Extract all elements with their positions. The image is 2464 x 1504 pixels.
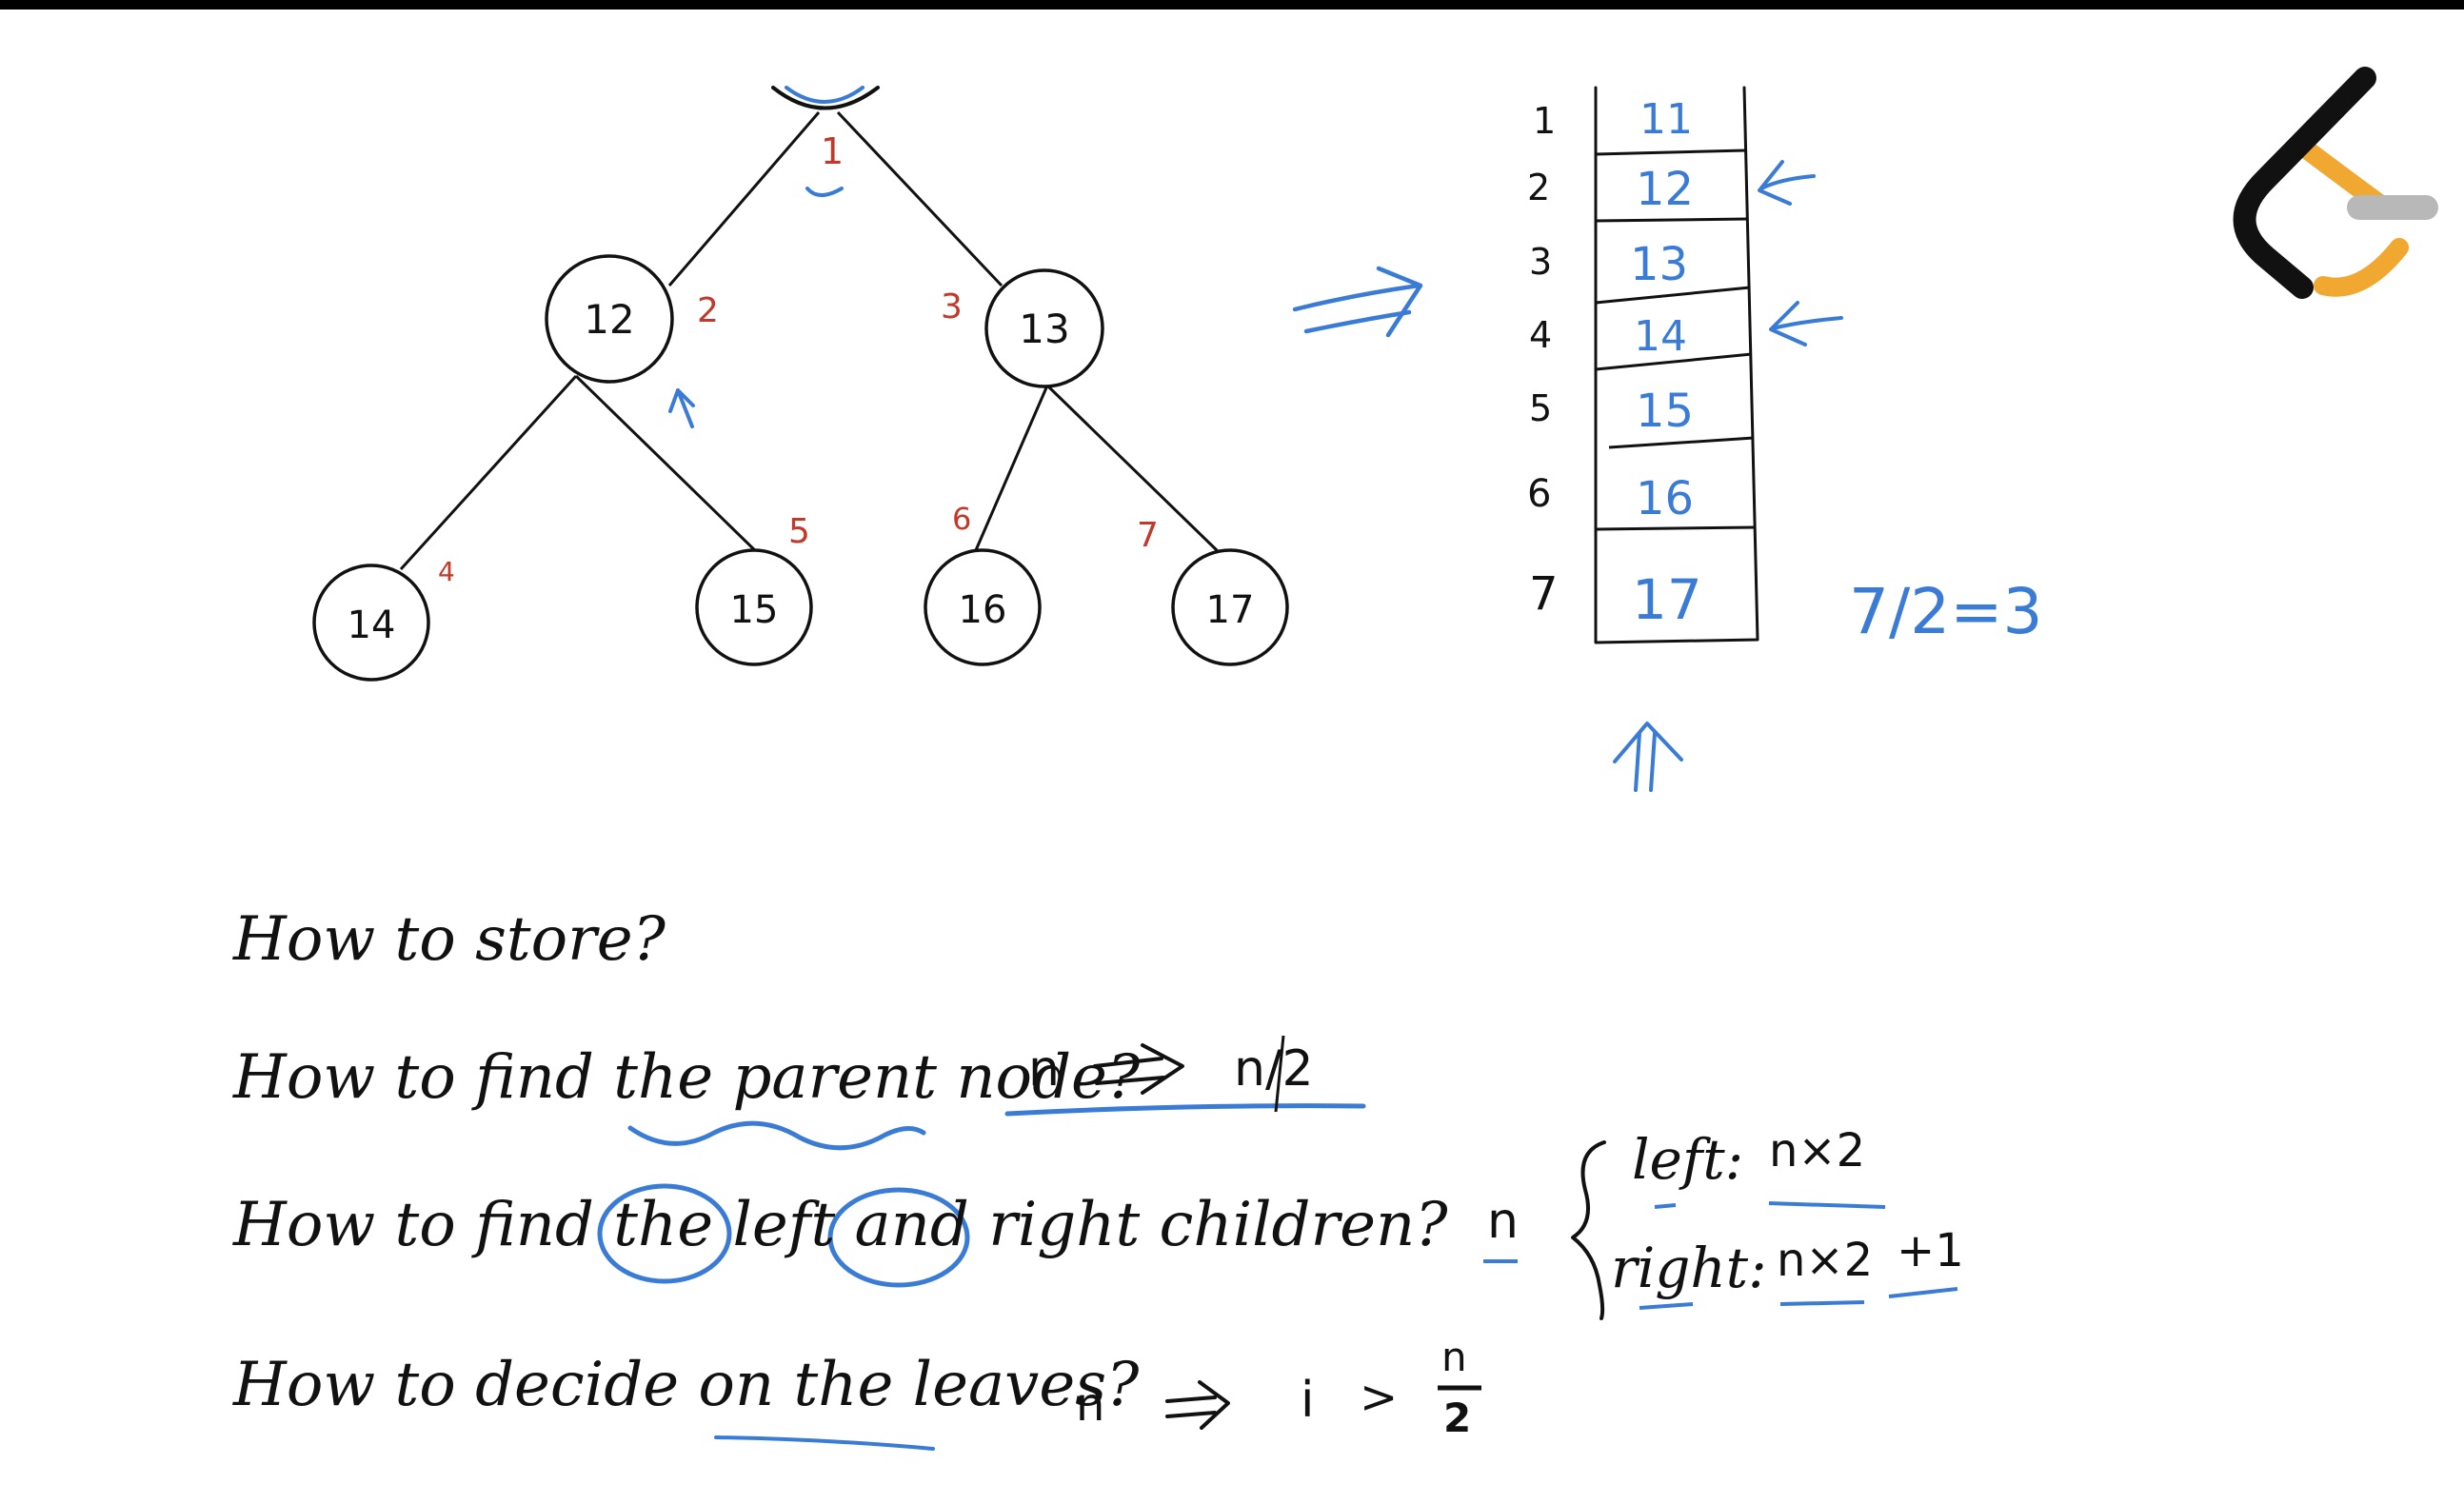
leetcode-logo: [2233, 67, 2438, 299]
up-arrow-icon: [1613, 722, 1683, 792]
array-value: 15: [1636, 385, 1694, 438]
question-children-and: and: [835, 1190, 989, 1260]
array-formula: 7/2=3: [1849, 575, 2043, 648]
double-arrow-icon: [1165, 1380, 1230, 1430]
parent-answer-rhs: n/2: [1234, 1040, 1314, 1098]
array-index: 4: [1529, 314, 1552, 356]
question-leaves: How to decide on the leaves?: [233, 1350, 1140, 1420]
edge-12-14: [399, 374, 578, 571]
leaves-gt: >: [1360, 1371, 1398, 1424]
edge-13-16: [974, 385, 1049, 551]
left-highlight-circle: [597, 1183, 732, 1284]
right-plus-underline: [1888, 1287, 1958, 1298]
left-expr-underline: [1768, 1201, 1886, 1209]
question-children-right: right: [988, 1190, 1141, 1260]
index-label-5: 5: [788, 512, 810, 551]
right-expr-underline: [1779, 1300, 1865, 1306]
root-node-highlight: [785, 86, 864, 104]
svg-text:16: 16: [959, 588, 1007, 632]
left-label: left:: [1632, 1127, 1743, 1192]
leaves-i: i: [1301, 1372, 1314, 1429]
array-value: 16: [1636, 472, 1694, 525]
children-n: n: [1487, 1193, 1519, 1250]
edge-root-13: [836, 110, 1003, 287]
question-children-part1: How to find the: [233, 1190, 733, 1260]
question-children: How to find the left and right children?: [233, 1190, 1448, 1260]
double-arrow-icon: [1292, 266, 1423, 338]
up-arrow-icon: [668, 388, 695, 428]
array-value: 14: [1634, 312, 1687, 361]
array-value: 11: [1639, 95, 1693, 144]
array-index: 2: [1527, 167, 1550, 208]
svg-text:15: 15: [730, 588, 779, 632]
root-index-underline: [805, 187, 844, 197]
array-index: 6: [1527, 472, 1551, 516]
index-label-7: 7: [1137, 516, 1159, 555]
left-arrow-icon: [1769, 301, 1843, 346]
leaves-denominator: 2: [1443, 1395, 1471, 1441]
question-children-part2: children?: [1140, 1190, 1448, 1260]
left-expression: n×2: [1769, 1124, 1865, 1177]
index-label-3: 3: [941, 287, 963, 327]
question-store: How to store?: [233, 904, 666, 975]
right-plus-one: +1: [1897, 1224, 1964, 1277]
leaves-underline: [714, 1435, 935, 1451]
top-border: [0, 0, 2464, 10]
tree-node: 14: [312, 564, 430, 682]
array-index: 5: [1529, 387, 1552, 429]
right-expression: n×2: [1777, 1234, 1873, 1287]
array-index: 1: [1533, 100, 1556, 142]
array-index: 3: [1529, 241, 1552, 283]
tree-node: 17: [1171, 548, 1289, 666]
double-arrow-icon: [1093, 1043, 1184, 1095]
binary-tree: 1 12 13 14 15 16 17: [312, 86, 1289, 682]
parent-answer-underline: [1004, 1103, 1366, 1117]
right-highlight-circle: [827, 1187, 970, 1288]
svg-text:12: 12: [584, 296, 634, 343]
left-label-underline: [1654, 1203, 1677, 1209]
tree-node: 12: [545, 254, 674, 384]
tree-node: 16: [924, 548, 1042, 666]
root-index-label: 1: [821, 130, 844, 172]
edge-root-12: [667, 111, 821, 287]
edge-13-17: [1045, 384, 1221, 554]
svg-text:17: 17: [1206, 588, 1255, 632]
right-label-underline: [1639, 1302, 1694, 1310]
leaves-lhs: n: [1076, 1378, 1104, 1432]
array-table: 1 2 3 4 5 6 7 11 12 13 14 15 16 17 7/2=3: [1527, 86, 2043, 792]
index-label-4: 4: [438, 556, 455, 587]
parent-answer-divider: [1274, 1035, 1285, 1113]
array-value: 13: [1630, 238, 1688, 291]
root-node-arc: [771, 86, 880, 110]
tree-node: 13: [984, 268, 1104, 388]
array-index: 7: [1529, 567, 1559, 621]
question-parent: How to find the parent node?: [233, 1042, 1141, 1113]
edge-12-15: [574, 374, 764, 559]
index-label-2: 2: [697, 291, 719, 330]
parent-node-wavy-underline: [627, 1120, 926, 1151]
children-brace: [1571, 1140, 1606, 1320]
parent-answer-lhs: n: [1028, 1040, 1060, 1098]
svg-text:13: 13: [1019, 306, 1069, 352]
question-children-left: left: [732, 1190, 836, 1260]
right-label: right:: [1611, 1236, 1767, 1300]
index-label-6: 6: [952, 501, 971, 537]
left-arrow-icon: [1758, 160, 1816, 206]
tree-node: 15: [695, 548, 813, 666]
array-value: 12: [1636, 163, 1694, 216]
array-value: 17: [1632, 567, 1702, 632]
leaves-numerator: n: [1441, 1334, 1467, 1380]
svg-text:14: 14: [348, 604, 396, 647]
